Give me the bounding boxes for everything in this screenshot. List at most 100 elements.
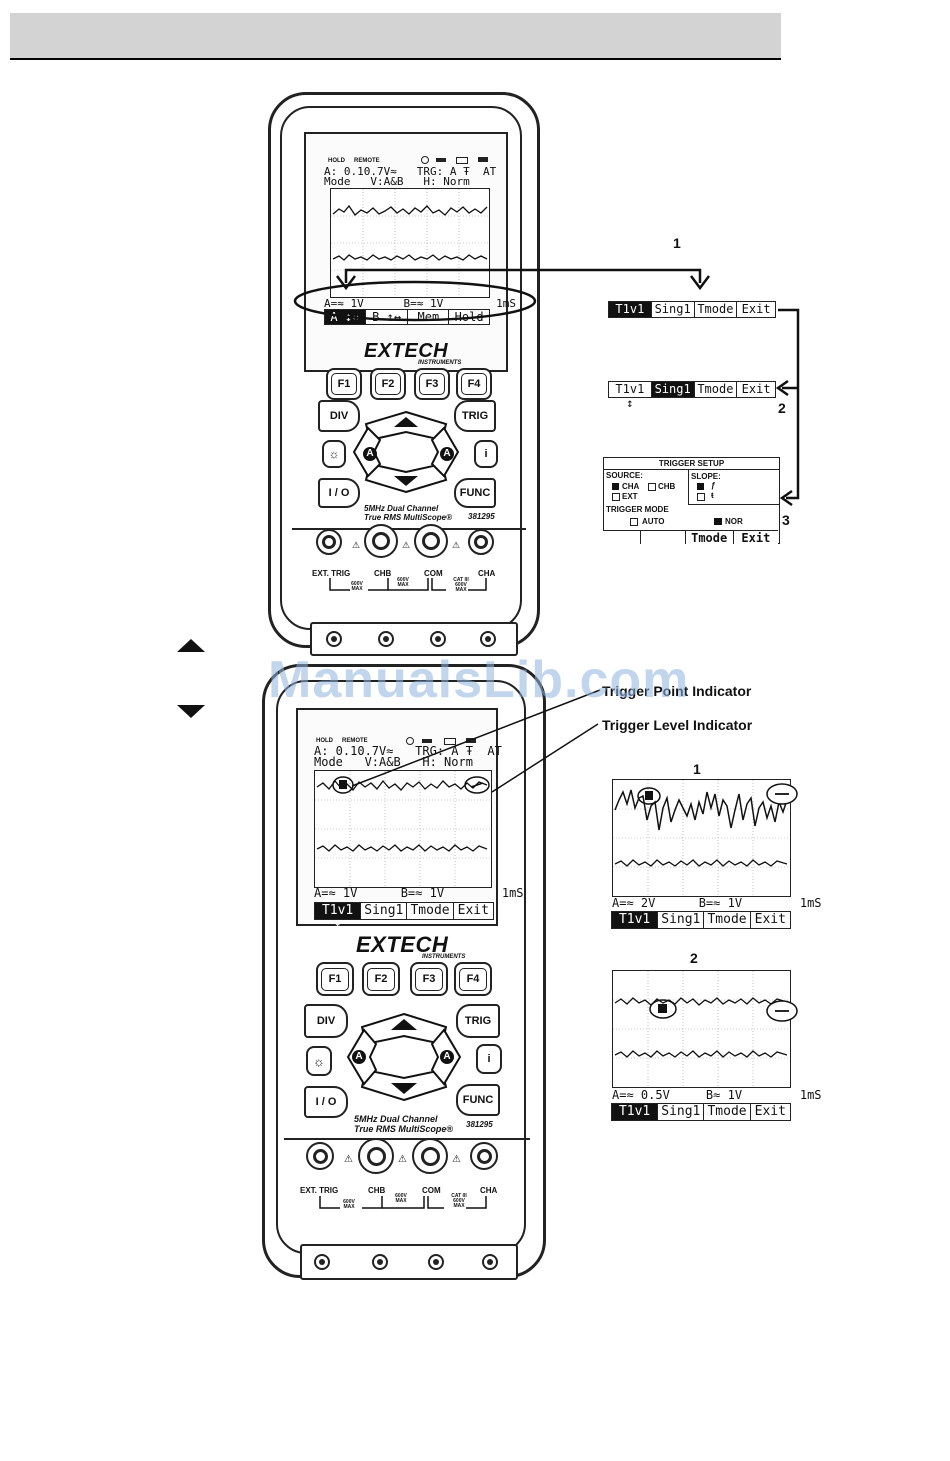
div-button[interactable]: DIV (304, 1004, 348, 1038)
menu1-sing1[interactable]: Sing1 (652, 302, 695, 317)
info-button[interactable]: i (476, 1044, 502, 1074)
wf1-exit[interactable]: Exit (754, 912, 786, 927)
model-number: 381295 (468, 512, 495, 521)
setup-exit[interactable]: Exit (741, 531, 771, 545)
f2-button[interactable]: F2 (370, 368, 406, 400)
wf2-exit[interactable]: Exit (754, 1104, 786, 1119)
wf1-tmode[interactable]: Tmode (704, 912, 751, 928)
softkey-sing1[interactable]: Sing1 (361, 903, 408, 919)
wf1-t1v1[interactable]: T1v1 ↕ (612, 912, 659, 943)
power-button[interactable]: I / O (318, 478, 360, 508)
func-button[interactable]: FUNC (454, 478, 496, 508)
trig-button[interactable]: TRIG (454, 400, 496, 432)
f3-button[interactable]: F3 (414, 368, 450, 400)
backlight-button[interactable]: ☼ (306, 1046, 332, 1076)
bumper-plate (300, 1244, 518, 1280)
slope-box: SLOPE: ƒ ŧ (688, 470, 779, 505)
remote-indicator: REMOTE (354, 158, 380, 164)
f1-button[interactable]: F1 (316, 962, 354, 996)
menu1-exit[interactable]: Exit (741, 302, 771, 316)
menu2-sing1[interactable]: Sing1 (651, 382, 695, 397)
jack-bracket-lines (329, 578, 487, 591)
screw-icon (430, 631, 446, 647)
f1-button[interactable]: F1 (326, 368, 362, 400)
wf2-sing1[interactable]: Sing1 (658, 1104, 705, 1120)
menu-highlight-ellipse (293, 280, 537, 322)
waveform2-bottom-line: A=≈ 0.5V B≈ 1V 1mS (612, 1088, 822, 1102)
nor-checkbox[interactable] (714, 518, 722, 525)
f3-button[interactable]: F3 (410, 962, 448, 996)
record-icon (421, 156, 429, 164)
waveform-area (314, 770, 492, 888)
wf2-tmode[interactable]: Tmode (704, 1104, 751, 1120)
menu2-tmode[interactable]: Tmode (695, 382, 738, 397)
lcd-line1: A: 0.10.7V≈ TRG: A Ŧ AT (314, 744, 502, 758)
setup-softkey-2[interactable] (641, 531, 686, 544)
waveform1-menu: T1v1 ↕ Sing1 Tmode Exit (611, 911, 791, 943)
cha-jack[interactable] (470, 1142, 498, 1170)
f1-label: F1 (330, 373, 358, 395)
menu1-t1v1[interactable]: T1v1 ↕ (609, 302, 652, 330)
auto-checkbox[interactable] (630, 518, 638, 526)
cha-jack[interactable] (468, 529, 494, 555)
model-line1: 5MHz Dual Channel (364, 504, 439, 513)
slope-fall-checkbox[interactable] (697, 493, 705, 501)
chb-jack[interactable] (364, 524, 398, 558)
trigger-setup-title: TRIGGER SETUP (604, 458, 779, 470)
memory-icon (444, 738, 456, 745)
backlight-button[interactable]: ☼ (322, 440, 346, 468)
brand-sub: INSTRUMENTS (422, 954, 466, 960)
ext-checkbox[interactable] (612, 493, 620, 501)
warning-icon: ⚠ (352, 540, 361, 550)
ext-trig-label: EXT. TRIG (300, 1186, 339, 1195)
f4-label: F4 (460, 373, 488, 395)
div-button[interactable]: DIV (318, 400, 360, 432)
cha-label: CHA (478, 569, 496, 578)
slope-rise-checkbox[interactable] (697, 483, 704, 490)
softkey-exit[interactable]: Exit (457, 903, 489, 918)
menu2-t1v1[interactable]: T1v1 ↕ (609, 382, 652, 410)
backlight-icon: ☼ (328, 447, 340, 461)
menu1-tmode[interactable]: Tmode (695, 302, 738, 317)
plug-icon (422, 739, 432, 743)
model-line1: 5MHz Dual Channel (354, 1114, 438, 1124)
trig-button[interactable]: TRIG (456, 1004, 500, 1038)
waveform2-menu: T1v1 ↕ Sing1 Tmode Exit (611, 1103, 791, 1135)
info-button[interactable]: i (474, 440, 498, 468)
chb-checkbox[interactable] (648, 483, 656, 491)
softkey-t1v1[interactable]: T1v1 ↕ (315, 903, 362, 934)
chb-jack[interactable] (358, 1138, 394, 1174)
softkey-tmode[interactable]: Tmode (407, 903, 454, 919)
up-arrow-icon (177, 639, 205, 652)
cha-checkbox[interactable] (612, 483, 619, 490)
com-label: COM (424, 569, 443, 578)
ext-trig-jack[interactable] (306, 1142, 334, 1170)
f2-label: F2 (374, 373, 402, 395)
setup-softkey-1[interactable] (603, 531, 642, 544)
f4-button[interactable]: F4 (456, 368, 492, 400)
menu-1: T1v1 ↕ Sing1 Tmode Exit (608, 301, 776, 330)
wf2-t1v1[interactable]: T1v1 ↕ (612, 1104, 659, 1135)
func-button[interactable]: FUNC (456, 1084, 500, 1116)
f2-button[interactable]: F2 (362, 962, 400, 996)
memory-icon (456, 157, 468, 164)
slope-rise-label: ƒ (711, 481, 716, 490)
step-3-label: 3 (782, 512, 790, 528)
warning-icon: ⚠ (452, 1154, 461, 1165)
wf1-sing1[interactable]: Sing1 (658, 912, 705, 928)
trigger-setup-dialog: TRIGGER SETUP SOURCE: SLOPE: ƒ ŧ CHA CHB… (603, 457, 780, 545)
slope-label: SLOPE: (691, 472, 721, 481)
lcd-line2: Mode V:A&B H: Norm (324, 175, 470, 188)
grid-and-traces (331, 189, 489, 297)
com-jack[interactable] (412, 1138, 448, 1174)
setup-tmode[interactable]: Tmode (686, 531, 734, 545)
menu2-exit[interactable]: Exit (741, 382, 771, 396)
f4-button[interactable]: F4 (454, 962, 492, 996)
jack-panel-divider (292, 528, 526, 530)
ext-option: EXT (622, 492, 638, 501)
ext-trig-jack[interactable] (316, 529, 342, 555)
callout-leaders (351, 689, 601, 793)
power-button[interactable]: I / O (304, 1086, 348, 1118)
com-jack[interactable] (414, 524, 448, 558)
warning-icon: ⚠ (398, 1154, 407, 1165)
